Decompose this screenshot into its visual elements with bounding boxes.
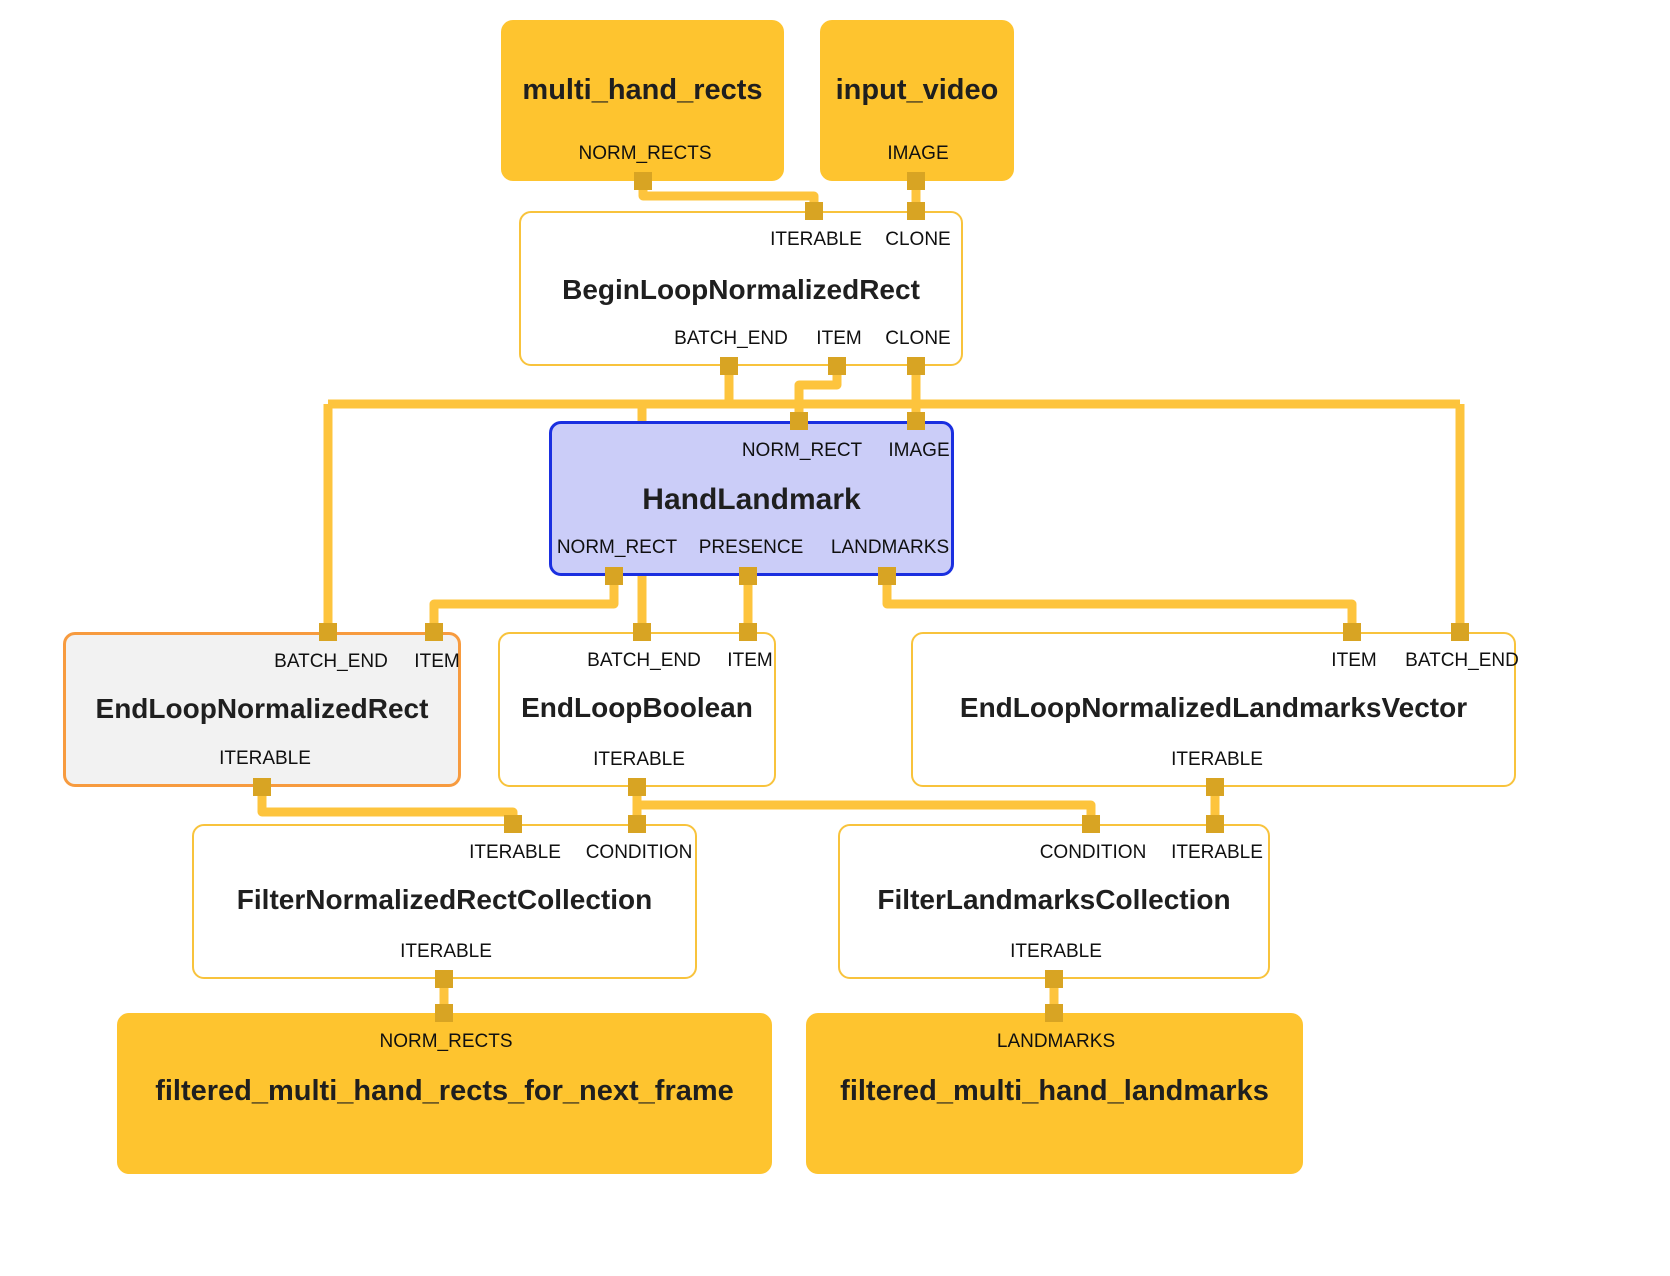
output-port-square[interactable] bbox=[605, 567, 623, 585]
input-port-square[interactable] bbox=[425, 623, 443, 641]
output-port-square[interactable] bbox=[907, 357, 925, 375]
node-title: filtered_multi_hand_landmarks bbox=[840, 1075, 1269, 1107]
node-BeginLoopNormalizedRect[interactable]: BeginLoopNormalizedRect ITERABLE CLONE BATC… bbox=[519, 211, 963, 366]
output-port-label: ITERABLE bbox=[219, 748, 311, 769]
node-title: input_video bbox=[835, 74, 999, 106]
output-port-square[interactable] bbox=[634, 172, 652, 190]
input-port-square[interactable] bbox=[628, 815, 646, 833]
input-port-square[interactable] bbox=[504, 815, 522, 833]
output-port-label: PRESENCE bbox=[698, 537, 804, 558]
output-port-label: NORM_RECT bbox=[556, 537, 678, 558]
node-title: HandLandmark bbox=[642, 483, 861, 516]
edge-hl-normrect-to-item bbox=[429, 576, 619, 632]
edge-elb-condition-bus bbox=[637, 800, 1096, 824]
input-port-square[interactable] bbox=[1451, 623, 1469, 641]
node-EndLoopBoolean[interactable]: EndLoopBoolean BATCH_END ITEM ITERABLE bbox=[498, 632, 776, 787]
node-filtered_multi_hand_rects_for_next_frame[interactable]: filtered_multi_hand_rects_for_next_frame… bbox=[117, 1013, 772, 1174]
edge-elnr-iterable-to-filter bbox=[257, 787, 518, 824]
input-port-label: ITERABLE bbox=[1171, 842, 1263, 863]
edge-normrects-to-iterable bbox=[638, 181, 819, 211]
input-port-label: BATCH_END bbox=[274, 651, 388, 672]
node-title: EndLoopNormalizedLandmarksVector bbox=[959, 692, 1468, 723]
output-port-square[interactable] bbox=[253, 778, 271, 796]
input-port-label: NORM_RECT bbox=[741, 440, 863, 461]
input-port-label: BATCH_END bbox=[1405, 650, 1519, 671]
output-port-label: ITERABLE bbox=[1171, 749, 1263, 770]
output-port-square[interactable] bbox=[907, 172, 925, 190]
input-port-label: IMAGE bbox=[888, 440, 950, 461]
node-title: FilterLandmarksCollection bbox=[877, 884, 1231, 915]
output-port-square[interactable] bbox=[828, 357, 846, 375]
node-EndLoopNormalizedRect[interactable]: EndLoopNormalizedRect BATCH_END ITEM ITERAB… bbox=[63, 632, 461, 787]
output-port-label: ITERABLE bbox=[400, 941, 492, 962]
node-EndLoopNormalizedLandmarksVector[interactable]: EndLoopNormalizedLandmarksVector ITEM BATC… bbox=[911, 632, 1519, 787]
input-port-square[interactable] bbox=[739, 623, 757, 641]
input-port-square[interactable] bbox=[319, 623, 337, 641]
node-FilterLandmarksCollection[interactable]: FilterLandmarksCollection CONDITION ITERAB… bbox=[838, 824, 1270, 979]
input-port-square[interactable] bbox=[790, 412, 808, 430]
input-port-square[interactable] bbox=[805, 202, 823, 220]
edge-hl-landmarks-to-item bbox=[882, 576, 1357, 632]
output-port-square[interactable] bbox=[739, 567, 757, 585]
input-port-square[interactable] bbox=[435, 1004, 453, 1022]
node-title: EndLoopNormalizedRect bbox=[95, 693, 429, 724]
input-port-square[interactable] bbox=[1206, 815, 1224, 833]
output-port-label: ITEM bbox=[816, 328, 862, 349]
node-title: EndLoopBoolean bbox=[521, 692, 753, 723]
output-port-square[interactable] bbox=[1045, 970, 1063, 988]
node-title: FilterNormalizedRectCollection bbox=[236, 884, 653, 915]
output-port-label: ITERABLE bbox=[593, 749, 685, 770]
input-port-label: CONDITION bbox=[1039, 842, 1147, 863]
output-port-square[interactable] bbox=[435, 970, 453, 988]
input-port-label: ITEM bbox=[414, 651, 460, 672]
node-title: multi_hand_rects bbox=[522, 74, 763, 106]
input-port-label: CLONE bbox=[885, 229, 951, 250]
input-port-square[interactable] bbox=[1045, 1004, 1063, 1022]
input-port-label: ITEM bbox=[1331, 650, 1377, 671]
input-port-label: BATCH_END bbox=[587, 650, 701, 671]
input-port-square[interactable] bbox=[907, 412, 925, 430]
input-port-square[interactable] bbox=[907, 202, 925, 220]
input-port-label: ITEM bbox=[727, 650, 773, 671]
output-port-label: LANDMARKS bbox=[830, 537, 950, 558]
node-title: filtered_multi_hand_rects_for_next_frame bbox=[155, 1075, 734, 1107]
output-port-square[interactable] bbox=[878, 567, 896, 585]
output-port-square[interactable] bbox=[720, 357, 738, 375]
output-port-square[interactable] bbox=[1206, 778, 1224, 796]
input-port-square[interactable] bbox=[1082, 815, 1100, 833]
output-port-label: IMAGE bbox=[887, 143, 949, 164]
input-port-square[interactable] bbox=[633, 623, 651, 641]
output-port-label: NORM_RECTS bbox=[578, 143, 712, 164]
input-port-label: ITERABLE bbox=[770, 229, 862, 250]
input-port-label: ITERABLE bbox=[469, 842, 561, 863]
output-port-square[interactable] bbox=[628, 778, 646, 796]
input-port-label: NORM_RECTS bbox=[379, 1031, 513, 1052]
node-title: BeginLoopNormalizedRect bbox=[562, 274, 920, 305]
input-port-label: CONDITION bbox=[585, 842, 693, 863]
node-filtered_multi_hand_landmarks[interactable]: filtered_multi_hand_landmarks LANDMARKS bbox=[806, 1013, 1303, 1174]
input-port-label: LANDMARKS bbox=[996, 1031, 1116, 1052]
output-port-label: BATCH_END bbox=[674, 328, 788, 349]
output-port-label: ITERABLE bbox=[1010, 941, 1102, 962]
input-port-square[interactable] bbox=[1343, 623, 1361, 641]
output-port-label: CLONE bbox=[885, 328, 951, 349]
